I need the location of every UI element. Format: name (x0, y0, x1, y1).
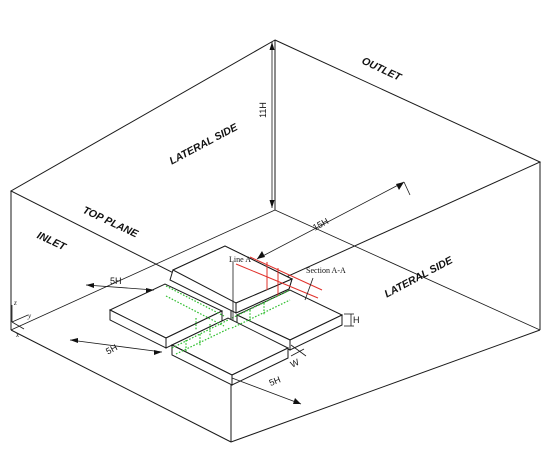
street-width-label: W (289, 357, 301, 370)
axis-x: x (15, 331, 20, 339)
length-dimension: 15H (256, 181, 411, 260)
section-aa-annotation: Section A-A (304, 266, 346, 301)
section-line-2 (249, 256, 323, 291)
top-plane-label: TOP PLANE (81, 204, 141, 240)
downstream-dimension: 5H (231, 374, 302, 405)
front-bottom-edge-right (230, 329, 541, 443)
downstream-label: 5H (268, 374, 282, 388)
back-bottom-edge-left (10, 209, 276, 331)
upstream-left-label: 5H (104, 342, 119, 356)
line-a-label: Line A (229, 255, 251, 264)
block-height-dimension: H (344, 313, 360, 327)
upstream-top-label: 5H (110, 276, 122, 286)
height-dimension: 11H (258, 42, 275, 208)
height-label: 11H (258, 102, 268, 118)
axis-y: y (27, 312, 32, 320)
coordinate-axes: z y x (11, 299, 32, 339)
section-lines (235, 256, 323, 299)
upstream-dimension-left: 5H (69, 338, 163, 356)
line-a-annotation: Line A (229, 255, 251, 320)
section-line-1 (235, 263, 319, 299)
inlet-label: INLET (35, 229, 69, 253)
outlet-label: OUTLET (360, 55, 405, 84)
sampling-points (165, 285, 291, 355)
block-right (235, 289, 344, 351)
upstream-dimension-top: 5H (85, 276, 155, 293)
section-aa-label: Section A-A (306, 266, 346, 275)
length-label: 15H (311, 216, 330, 233)
block-front (170, 317, 290, 386)
lateral-side-back-label: LATERAL SIDE (167, 121, 240, 167)
lateral-side-front-label: LATERAL SIDE (382, 254, 455, 300)
building-blocks (108, 245, 344, 386)
back-bottom-edge-right (274, 209, 541, 331)
block-height-label: H (353, 315, 360, 325)
axis-z: z (13, 299, 17, 307)
front-bottom-edge-left (10, 329, 232, 443)
